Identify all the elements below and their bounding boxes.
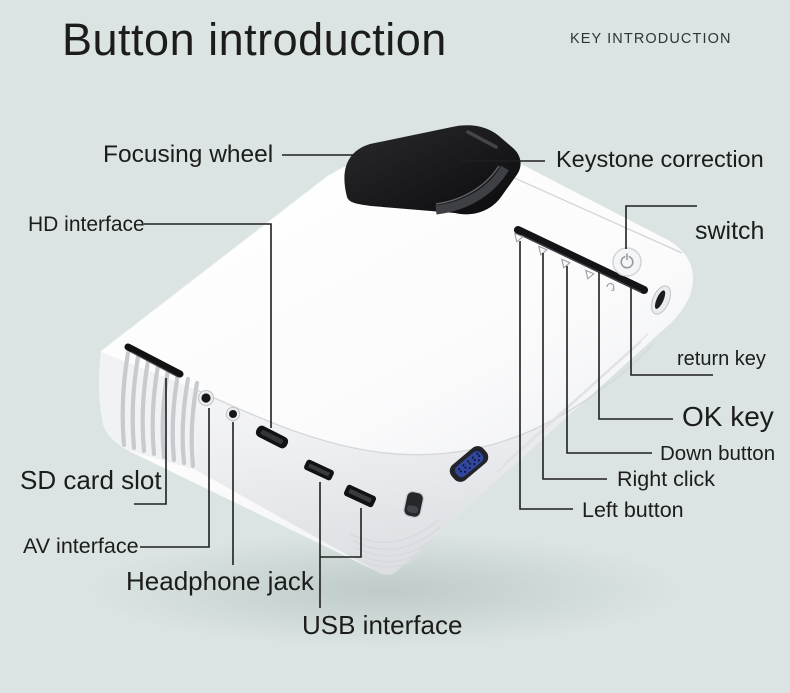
vent-grille-icon — [120, 350, 200, 469]
leader-ok-key — [598, 272, 673, 420]
nose-ridges — [349, 519, 441, 568]
hdmi-port-icon — [255, 425, 289, 449]
label-headphone-jack: Headphone jack — [126, 566, 314, 596]
headphone-jack-icon — [225, 406, 241, 422]
leader-sd-card-slot — [134, 378, 167, 505]
page-subtitle: KEY INTRODUCTION — [570, 31, 732, 47]
leader-left-button — [519, 241, 573, 510]
leader-switch — [625, 205, 697, 249]
leader-usb-branch — [320, 508, 362, 558]
leader-return-key — [630, 286, 713, 376]
label-av-interface: AV interface — [23, 534, 139, 558]
usb-port-1-icon — [304, 459, 334, 481]
key-glyphs — [514, 232, 615, 292]
label-hd-interface: HD interface — [28, 213, 145, 236]
label-focusing-wheel: Focusing wheel — [103, 141, 274, 168]
focusing-wheel-icon — [344, 125, 521, 215]
label-down-button: Down button — [660, 442, 776, 465]
device-shadow — [85, 532, 685, 648]
power-button-icon — [612, 247, 642, 277]
usb-port-2-icon — [343, 484, 377, 508]
audio-out-oval-icon — [650, 285, 672, 315]
leader-av-interface — [140, 408, 210, 548]
label-usb-interface: USB interface — [302, 610, 463, 640]
control-strip-icon — [514, 226, 648, 294]
label-return-key: return key — [677, 348, 766, 370]
label-right-click: Right click — [617, 467, 715, 491]
leader-right-click — [542, 253, 607, 480]
ir-window-icon — [403, 490, 425, 518]
label-ok-key: OK key — [682, 401, 774, 432]
label-sd-card-slot: SD card slot — [20, 465, 162, 495]
leader-hd-interface — [144, 223, 272, 428]
label-left-button: Left button — [582, 498, 684, 522]
label-keystone-correction: Keystone correction — [556, 146, 764, 172]
vga-port-icon — [449, 446, 489, 482]
av-jack-icon — [197, 389, 215, 407]
leader-down-button — [566, 266, 652, 454]
sd-card-slot-icon — [124, 343, 184, 378]
page-title: Button introduction — [62, 14, 447, 65]
label-switch: switch — [695, 217, 765, 245]
